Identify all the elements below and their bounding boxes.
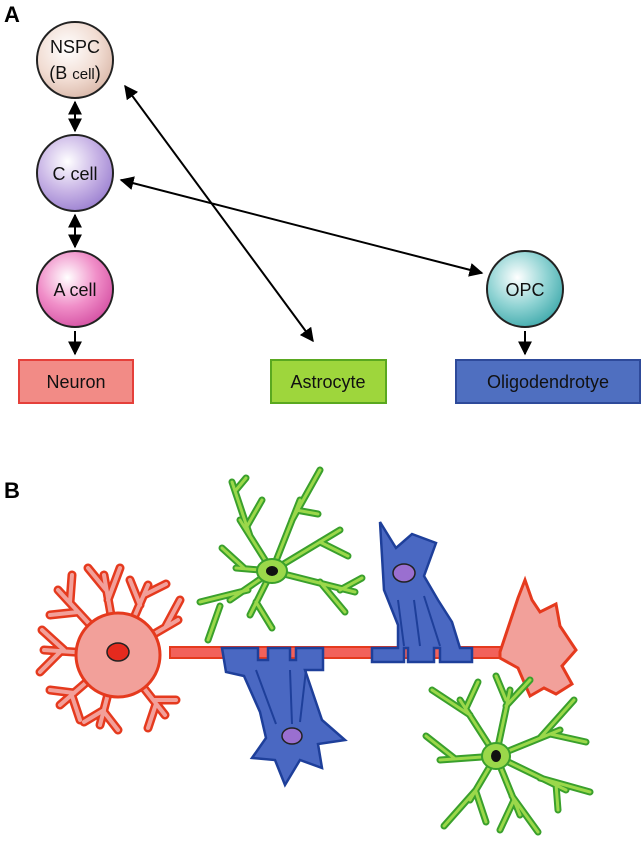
c-opc-arrow — [119, 176, 484, 277]
nspc-label: NSPC — [50, 37, 100, 57]
opc-cell: OPC — [486, 250, 564, 328]
c-cell: C cell — [36, 134, 114, 212]
opc-label: OPC — [505, 280, 544, 300]
nspc-cell: NSPC (B cell) — [36, 21, 114, 99]
astrocyte-lower-nucleus — [491, 750, 501, 762]
astrocyte-lower — [422, 672, 594, 836]
nspc-sublabel: (B cell) — [49, 63, 101, 83]
oligodendrocyte-label: Oligodendrotye — [487, 372, 609, 392]
astrocyte-upper — [196, 466, 366, 644]
panel-a-label: A — [4, 2, 20, 27]
oligodendrocyte-box: Oligodendrotye — [455, 359, 641, 404]
astrocyte-upper-nucleus — [266, 566, 278, 576]
neuron-label: Neuron — [46, 372, 105, 392]
a-cell: A cell — [36, 250, 114, 328]
neuron-box: Neuron — [18, 359, 134, 404]
neuron-cell — [35, 563, 185, 735]
nspc-astrocyte-arrow — [124, 84, 314, 343]
axon-terminal — [498, 575, 578, 699]
oligodendrocyte-upper-nucleus — [392, 563, 416, 583]
a-cell-label: A cell — [53, 280, 96, 300]
panel-b-label: B — [4, 478, 20, 503]
oligodendrocyte-upper — [370, 521, 474, 664]
neuron-nucleus — [106, 642, 130, 662]
astrocyte-label: Astrocyte — [290, 372, 365, 392]
oligodendrocyte-lower-nucleus — [281, 727, 303, 745]
c-cell-label: C cell — [52, 164, 97, 184]
oligodendrocyte-lower — [220, 646, 348, 788]
astrocyte-box: Astrocyte — [270, 359, 387, 404]
